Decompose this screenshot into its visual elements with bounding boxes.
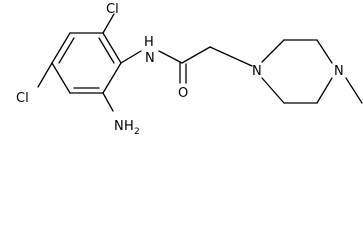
- bond-n4-methyl: [345, 77, 363, 104]
- pip-bond-c3-n4: [316, 39, 333, 64]
- bond-c2-cl: [102, 13, 115, 34]
- atom-cl-top: Cl: [106, 2, 119, 17]
- molecule-drawing: Cl Cl H N N H 2 O N N: [16, 2, 363, 137]
- atom-amide-n: N: [145, 51, 155, 66]
- atom-amino-n: N: [114, 119, 124, 134]
- ring-bond-c1-c2: [102, 32, 122, 64]
- benzene-ring: [51, 32, 122, 94]
- bond-c6-nh2: [102, 92, 114, 112]
- pip-bond-c6-n1: [261, 77, 285, 104]
- piperazine-ring: [261, 39, 333, 104]
- atom-amino-subscript: 2: [134, 127, 140, 137]
- bond-c4-cl: [37, 62, 53, 88]
- pip-bond-n4-c5: [316, 77, 333, 104]
- atom-carbonyl-o: O: [178, 86, 188, 101]
- atom-piperazine-n1: N: [252, 64, 262, 79]
- bond-carbonyl-ch2: [181, 46, 211, 64]
- atom-cl-left: Cl: [16, 91, 29, 106]
- ring-bond-c3-c4: [51, 32, 71, 64]
- atom-amino-h: H: [124, 119, 134, 134]
- bond-ch2-n-pip: [209, 46, 253, 67]
- ring-bond-c6-c1: [102, 62, 122, 94]
- structure-diagram: Cl Cl H N N H 2 O N N: [16, 2, 363, 137]
- bond-c1-nh: [120, 50, 142, 64]
- atom-piperazine-n4: N: [334, 64, 344, 79]
- ring-bond-c4-c5: [51, 62, 71, 94]
- ring-double-bond-c3-c4: [58, 37, 75, 64]
- ring-double-bond-c1-c2: [98, 37, 115, 64]
- bond-nh-carbonyl: [158, 50, 183, 64]
- pip-bond-n1-c2: [261, 39, 285, 63]
- atom-h-on-amide-n: H: [144, 35, 154, 50]
